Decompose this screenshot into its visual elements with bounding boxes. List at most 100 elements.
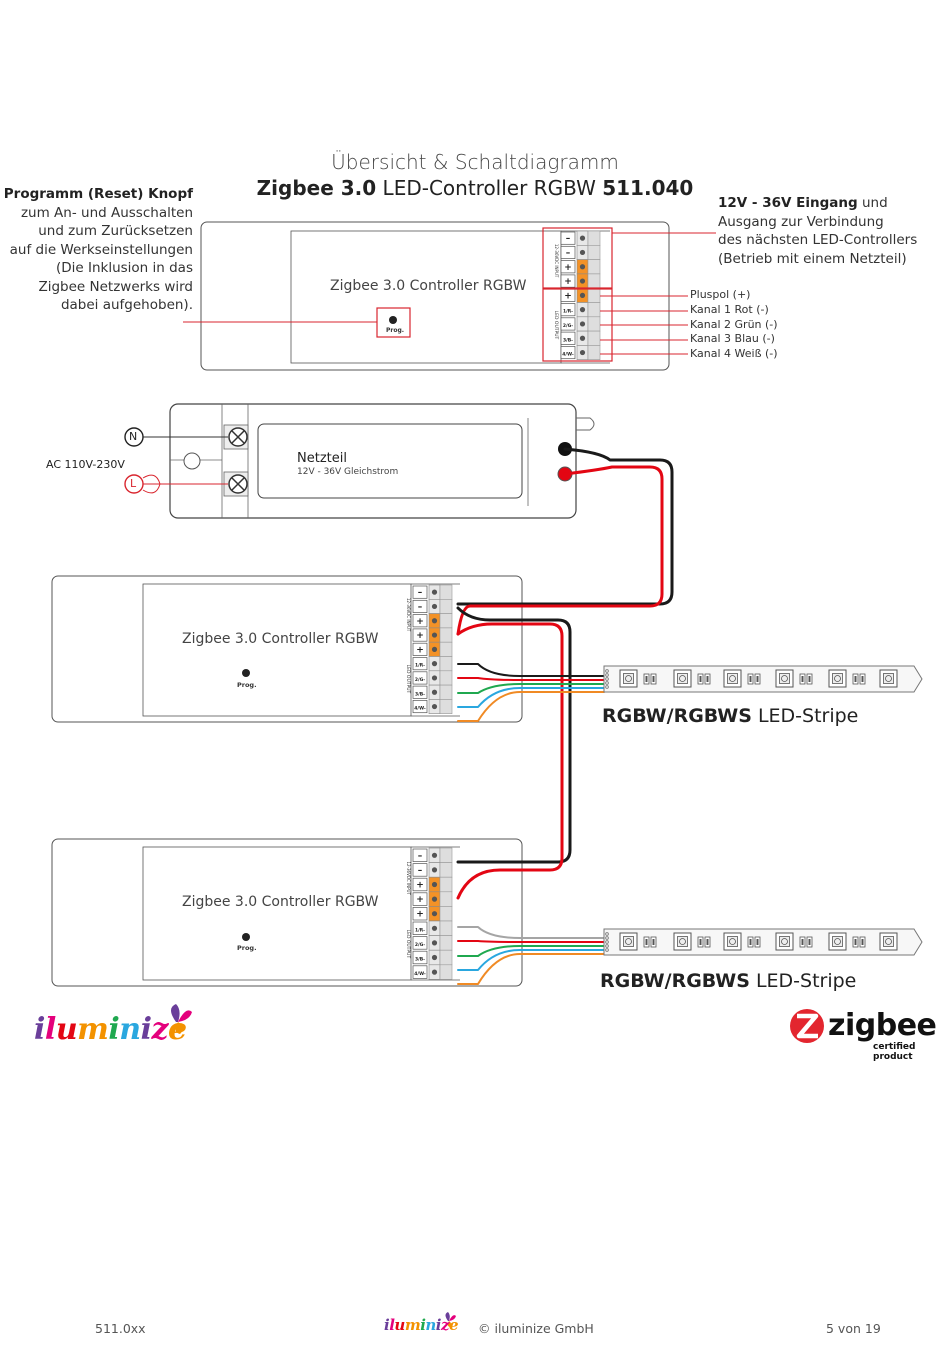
controller-2-terminal-label: 2/G-	[415, 942, 425, 948]
top-terminal-label: –	[566, 234, 571, 244]
live-terminal-icon	[124, 474, 144, 494]
controller-2-terminal-label-box	[412, 863, 428, 877]
stripe-1-led-chip	[723, 669, 742, 688]
stripe-1-led-chip	[673, 669, 692, 688]
wire-psu-red	[456, 465, 664, 636]
controller-1-terminal-label: –	[418, 588, 423, 598]
controller-2-terminal-label: 1/R-	[415, 927, 425, 933]
stripe-2-led-chip	[828, 932, 847, 951]
controller-1-terminal-screw	[431, 632, 438, 638]
controller-2-output-label: LED OUTPUT	[405, 930, 411, 959]
reset-annotation-line-2: und zum Zurücksetzen	[38, 223, 193, 239]
controller-2-terminal-clamp	[439, 891, 453, 907]
top-terminal-label-box	[560, 274, 576, 288]
controller-1-terminal-clamp	[439, 656, 453, 672]
controller-2-terminal-screw	[431, 896, 438, 902]
top-terminal-screw	[579, 307, 586, 313]
stripe-1-resistor	[859, 673, 866, 685]
led-stripe-2	[603, 928, 923, 956]
top-terminal-label: 3/B-	[563, 337, 573, 343]
controller-2-terminal-screw	[431, 881, 438, 888]
controller-2-terminal-label-box	[412, 892, 428, 906]
controller-2-label: Zigbee 3.0 Controller RGBW	[182, 894, 379, 910]
reset-annotation-line-4: (Die Inklusion in das	[55, 260, 193, 276]
controller-1-terminal-clamp	[439, 670, 453, 686]
controller-2-terminal-clamp	[439, 935, 453, 951]
top-terminal-label-box	[560, 245, 576, 259]
top-terminal-label-box	[560, 317, 576, 331]
footer-page-number: 5 von 19	[826, 1321, 881, 1336]
controller-2-terminal-screw	[431, 852, 438, 858]
controller-2-terminal-label: 4/W-	[414, 971, 426, 977]
controller-2-terminal-clamp	[439, 876, 453, 893]
footer-copyright: © iluminize GmbH	[478, 1321, 594, 1336]
controller-1-terminal-label-box	[412, 599, 428, 613]
stripe-2-solder-pad	[605, 940, 609, 944]
stripe-2-resistor	[852, 936, 859, 948]
led-stripe-1	[603, 665, 923, 693]
controller-1-terminal-label: +	[416, 645, 424, 655]
stripe-2-led-chip	[775, 932, 794, 951]
top-terminal-clamp	[587, 245, 601, 260]
controller-1-terminal-label: 3/B-	[415, 691, 425, 697]
pin-label-white: Kanal 4 Weiß (-)	[690, 347, 778, 360]
stripe-1-resistor	[704, 673, 711, 685]
stripe-1-solder-pad	[605, 673, 609, 677]
top-prog-label: Prog.	[386, 327, 405, 334]
reset-button-annotation: Programm (Reset) Knopf zum An- und Aussc…	[0, 185, 193, 315]
controller-1-output-label: LED OUTPUT	[405, 665, 411, 694]
wire-psu-black	[456, 447, 674, 606]
controller-2-terminal-label: –	[418, 851, 423, 861]
reset-annotation-line-5: Zigbee Netzwerks wird	[38, 278, 193, 295]
controller-2-terminal-label-box	[412, 965, 428, 979]
top-terminal-clamp	[587, 345, 601, 360]
controller-2-terminal-clamp	[439, 964, 453, 980]
stripe-2-resistor	[859, 936, 866, 948]
top-terminal-clamp	[587, 230, 601, 246]
stripe-1-resistor	[643, 673, 650, 685]
controller-2-prog-button[interactable]	[242, 933, 250, 941]
stripe-2-resistor	[643, 936, 650, 948]
stripe-1-led-chip	[775, 669, 794, 688]
top-terminal-label: +	[564, 291, 572, 301]
stripe-1-solder-pad	[605, 669, 609, 673]
neutral-terminal-icon	[124, 427, 144, 447]
stripe-1-resistor	[806, 673, 813, 685]
controller-2-terminal-label-box	[412, 907, 428, 921]
neutral-label: N	[129, 430, 138, 443]
top-terminal-screw	[579, 321, 586, 327]
controller-1-prog-button[interactable]	[242, 669, 250, 677]
controller-1-terminal-label-box	[412, 657, 428, 671]
controller-2-prog-label: Prog.	[237, 944, 257, 952]
input-annotation-rest: und	[857, 195, 888, 211]
controller-2-terminal-label: –	[418, 866, 423, 876]
input-annotation-line-2: des nächsten LED-Controllers	[718, 232, 918, 248]
butterfly-logo-icon	[171, 1004, 192, 1034]
top-terminal-label-box	[560, 260, 576, 274]
top-terminal-label-box	[560, 346, 576, 360]
footer-brand-logo: iluminize	[384, 1316, 459, 1334]
top-terminal-screw	[579, 292, 586, 298]
controller-1-terminal-label-box	[412, 628, 428, 642]
psu-screw-l	[223, 471, 249, 497]
controller-1-terminal-clamp	[439, 627, 453, 643]
top-terminal-clamp	[587, 259, 601, 275]
top-terminal-screw	[579, 335, 586, 341]
top-terminal-label-box	[560, 303, 576, 317]
top-controller-label: Zigbee 3.0 Controller RGBW	[330, 278, 527, 294]
top-terminal-clamp	[587, 330, 601, 346]
controller-1-terminal-label-box	[412, 700, 428, 714]
reset-annotation-line-3: auf die Werkseinstellungen	[9, 241, 193, 258]
zigbee-logo-icon	[790, 1009, 824, 1043]
controller-1-terminal-label: +	[416, 617, 424, 627]
top-prog-button[interactable]	[389, 316, 397, 324]
stripe-1-resistor	[697, 673, 704, 685]
controller-1-terminal-clamp	[439, 613, 453, 629]
controller-2-terminal-clamp	[439, 920, 453, 936]
top-terminal-label: –	[566, 248, 571, 258]
footer-butterfly-icon	[445, 1312, 456, 1327]
input-annotation-line-1: Ausgang zur Verbindung	[718, 213, 884, 230]
top-input-label: 12-36VDC INPUT	[554, 244, 559, 278]
top-terminal-clamp	[587, 273, 601, 289]
